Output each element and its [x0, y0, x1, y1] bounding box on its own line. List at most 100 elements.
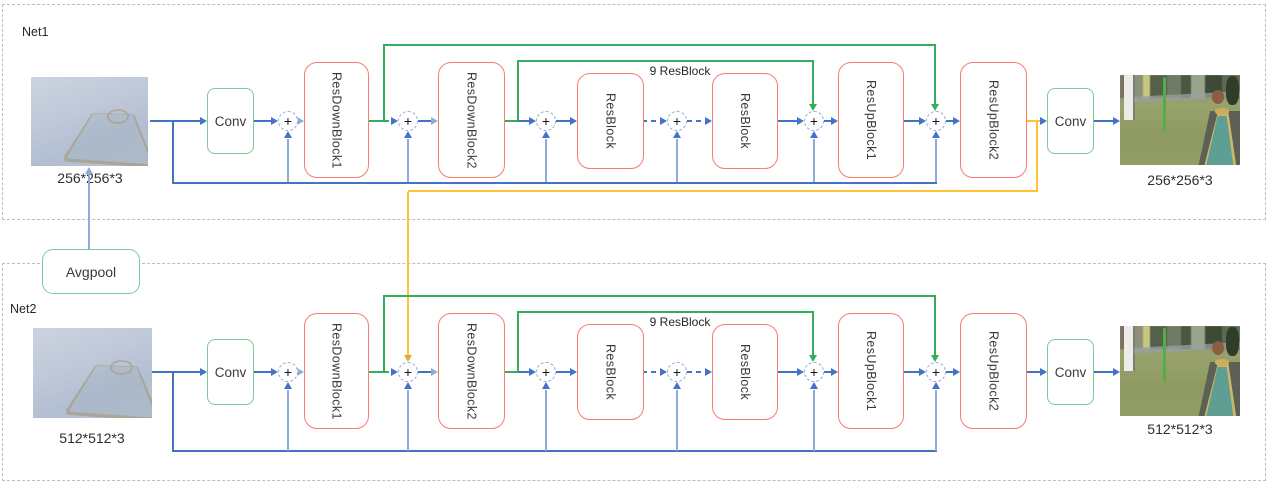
residual-riser: [287, 390, 289, 451]
hazy-input-photo: [33, 328, 152, 418]
arrowhead: [297, 368, 304, 376]
connector: [824, 371, 831, 373]
arrowhead: [673, 131, 681, 138]
arrowhead: [953, 117, 960, 125]
sum-node: +: [536, 362, 556, 382]
output-size-caption: 256*256*3: [1147, 172, 1213, 188]
arrowhead: [673, 382, 681, 389]
resdownblock1: ResDownBlock1: [304, 313, 369, 429]
net2-region-frame: [2, 263, 1266, 481]
sum-node: +: [278, 111, 298, 131]
arrowhead: [542, 382, 550, 389]
arrowhead: [953, 368, 960, 376]
connector: [517, 371, 529, 373]
residual-riser: [935, 390, 937, 451]
resdownblock1: ResDownBlock1: [304, 62, 369, 178]
arrowhead: [391, 368, 398, 376]
arrowhead: [932, 131, 940, 138]
connector: [252, 120, 271, 122]
connector: [946, 120, 953, 122]
skip-stub: [367, 120, 389, 122]
connector: [776, 120, 797, 122]
arrowhead: [809, 104, 817, 111]
feedback-line: [1036, 121, 1038, 192]
hazy-input-photo: [31, 77, 148, 166]
skip-connection: [517, 312, 519, 372]
photo-detail: [1204, 112, 1237, 165]
sum-node: +: [804, 111, 824, 131]
arrowhead: [570, 117, 577, 125]
connector: [902, 371, 919, 373]
sum-node: +: [398, 362, 418, 382]
arrowhead: [404, 382, 412, 389]
arrowhead: [810, 131, 818, 138]
resblock: ResBlock: [577, 324, 644, 420]
connector: [1092, 120, 1113, 122]
net1-region-frame: [2, 4, 1266, 220]
skip-connection: [934, 296, 936, 355]
photo-detail: [1163, 327, 1167, 382]
dashed-connector: [642, 120, 660, 122]
arrowhead: [919, 368, 926, 376]
arrowhead: [284, 382, 292, 389]
resupblock2: ResUpBlock2: [960, 313, 1027, 429]
arrowhead: [570, 368, 577, 376]
arrowhead: [1040, 368, 1047, 376]
connector: [556, 120, 570, 122]
photo-detail: [109, 360, 133, 376]
residual-line: [172, 182, 937, 184]
arrowhead: [529, 368, 536, 376]
photo-detail: [1212, 341, 1225, 355]
skip-stub: [503, 371, 517, 373]
connector: [1092, 371, 1113, 373]
dehazed-output-photo: [1120, 326, 1240, 416]
arrowhead: [391, 117, 398, 125]
photo-detail: [1225, 326, 1239, 356]
residual-line: [172, 372, 174, 452]
arrowhead: [660, 368, 667, 376]
residual-riser: [287, 139, 289, 182]
dehazed-output-photo: [1120, 75, 1240, 165]
connector: [252, 371, 271, 373]
connector: [418, 371, 431, 373]
residual-line: [172, 121, 174, 183]
sum-node: +: [536, 111, 556, 131]
residual-riser: [545, 139, 547, 182]
skip-connection: [812, 312, 814, 355]
dashed-connector: [687, 371, 705, 373]
residual-riser: [813, 390, 815, 451]
arrowhead: [810, 382, 818, 389]
arrowhead: [404, 131, 412, 138]
arrowhead: [1113, 368, 1120, 376]
photo-detail: [63, 364, 152, 418]
residual-riser: [407, 390, 409, 451]
residual-riser: [813, 139, 815, 182]
resdownblock2: ResDownBlock2: [438, 313, 505, 429]
arrowhead: [919, 117, 926, 125]
conv-block: Conv: [207, 88, 254, 154]
connector: [556, 371, 570, 373]
skip-connection: [517, 61, 519, 121]
skip-connection: [934, 45, 936, 104]
arrowhead: [831, 368, 838, 376]
photo-detail: [1214, 108, 1230, 115]
arrowhead: [809, 355, 817, 362]
resblock-count-note: 9 ResBlock: [649, 315, 711, 329]
avgpool-block: Avgpool: [42, 249, 140, 294]
feedback-stub: [1025, 120, 1040, 122]
skip-connection: [812, 61, 814, 104]
connector: [946, 371, 953, 373]
resupblock2: ResUpBlock2: [960, 62, 1027, 178]
dashed-connector: [642, 371, 660, 373]
arrowhead: [431, 368, 438, 376]
arrowhead: [931, 104, 939, 111]
sum-node: +: [667, 111, 687, 131]
sum-node: +: [398, 111, 418, 131]
connector: [517, 120, 529, 122]
skip-connection: [383, 295, 936, 297]
input-size-caption: 512*512*3: [59, 430, 125, 446]
arrowhead: [542, 131, 550, 138]
residual-riser: [676, 139, 678, 182]
feedback-line: [408, 190, 1038, 192]
